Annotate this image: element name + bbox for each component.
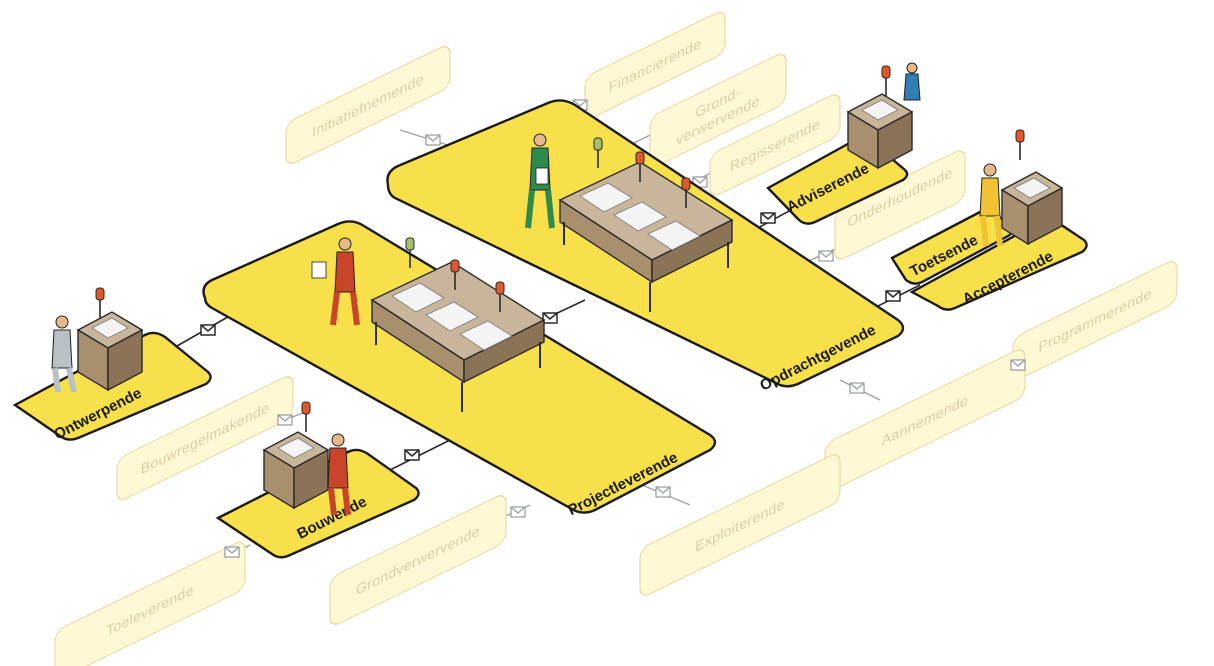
envelope-icon <box>200 324 216 336</box>
document-table-icon <box>370 237 546 412</box>
envelope-icon <box>885 290 901 302</box>
sub-box-toeleverende: Toeleverende <box>54 541 246 666</box>
envelope-icon <box>1010 359 1026 371</box>
envelope-icon <box>542 312 558 324</box>
worker-figure-icon <box>51 315 77 393</box>
envelope-icon <box>655 486 671 498</box>
worker-figure-icon <box>979 163 1003 247</box>
document-table-icon <box>76 287 144 392</box>
envelope-icon <box>224 546 240 558</box>
envelope-icon <box>425 134 441 146</box>
worker-figure-icon <box>311 237 360 326</box>
sub-box-programmerende: Programmerende <box>1012 261 1178 379</box>
document-table-icon <box>262 401 330 510</box>
sub-roles: Initiatiefnemende Financierende Grond- v… <box>54 11 1178 666</box>
envelope-icon <box>277 414 293 426</box>
envelope-icon <box>849 382 865 394</box>
worker-figure-icon <box>525 133 555 229</box>
sub-box-aannemende: Aannemende <box>824 349 1026 491</box>
sub-box-initiatiefnemende: Initiatiefnemende <box>285 46 451 164</box>
envelope-icon <box>510 506 526 518</box>
worker-figure-icon <box>327 433 351 516</box>
envelope-icon <box>404 449 420 461</box>
sub-box-grond-verwervende: Grond- verwervende <box>649 53 787 167</box>
envelope-icon <box>760 212 776 224</box>
document-table-icon <box>1000 129 1064 246</box>
sub-box-exploiterende: Exploiterende <box>639 454 841 596</box>
document-table-icon <box>846 65 914 170</box>
worker-figure-icon <box>903 62 921 101</box>
document-table-icon <box>558 137 734 312</box>
envelope-icon <box>818 250 834 262</box>
